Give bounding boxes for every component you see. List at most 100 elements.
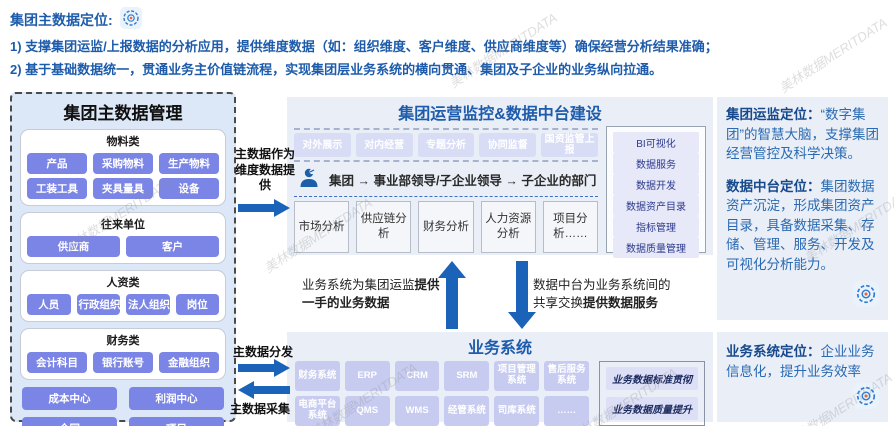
- analysis-box-row: 市场分析供应链分析财务分析人力资源分析项目分析……: [294, 201, 599, 253]
- finance-group: 财务类 会计科目银行账号金融组织: [20, 328, 226, 380]
- master-data-chip: 供应商: [27, 236, 120, 257]
- material-chip-row-2: 工装工具夹具量具设备: [27, 178, 219, 199]
- org-flow-text: 集团 → 事业部领导/子企业领导 → 子企业的部门: [329, 174, 597, 188]
- material-chip-row-1: 产品采购物料生产物料: [27, 153, 219, 174]
- analysis-box: 供应链分析: [356, 201, 412, 253]
- business-positioning: 业务系统定位：企业业务信息化，提升业务效率: [726, 342, 879, 381]
- left-arrow-icon: [238, 381, 290, 399]
- master-data-chip: 生产物料: [159, 153, 219, 174]
- partner-group: 往来单位 供应商客户: [20, 212, 226, 264]
- header: 集团主数据定位: 1) 支撑集团运监/上报数据的分析应用，提供维度数据（如：组织…: [10, 7, 750, 79]
- finance-chip-row: 会计科目银行账号金融组织: [27, 352, 219, 373]
- target-icon: [853, 281, 879, 313]
- business-goal-chip: 业务数据标准贯彻: [606, 367, 698, 390]
- business-system-chip: 财务系统: [295, 361, 340, 391]
- down-arrow-icon: [508, 261, 536, 334]
- positioning-panel-top: 集团运监定位：“数字集团”的智慧大脑，支撑集团经营管控及科学决策。 数据中台定位…: [717, 97, 888, 320]
- right-arrow-icon: [238, 199, 290, 217]
- partner-chip-row: 供应商客户: [27, 236, 219, 257]
- up-arrow-label: 业务系统为集团运监提供一手的业务数据: [302, 277, 444, 312]
- business-system-chip: SRM: [444, 361, 490, 391]
- master-data-chip: 合同: [22, 417, 117, 426]
- business-system-chip: QMS: [344, 396, 390, 426]
- master-data-chip: 法人组织: [126, 294, 170, 315]
- finance-group-label: 财务类: [106, 335, 140, 347]
- org-flow-row: 集团 → 事业部领导/子企业领导 → 子企业的部门: [294, 164, 598, 194]
- display-chip: 专题分析: [417, 133, 475, 157]
- partner-group-label: 往来单位: [101, 219, 145, 231]
- master-data-chip: 人员: [27, 294, 71, 315]
- platform-capability-chip: BI可视化: [613, 132, 699, 153]
- target-icon: [119, 7, 142, 32]
- master-data-chip: 岗位: [175, 294, 219, 315]
- operation-panel-title: 集团运营监控&数据中台建设: [398, 106, 602, 123]
- operation-platform-panel: 集团运营监控&数据中台建设 对外展示对内经营专题分析协同监督国资监管上报: [287, 97, 713, 258]
- business-system-chip: 司库系统: [494, 396, 540, 426]
- master-data-chip: 银行账号: [93, 352, 153, 373]
- platform-positioning-body: 集团数据资产沉淀，形成集团资产目录，具备数据采集、存储、管理、服务、开发及可视化…: [726, 178, 875, 272]
- dashed-divider-blue: [294, 196, 598, 197]
- header-point-1: 1) 支撑集团运监/上报数据的分析应用，提供维度数据（如：组织维度、客户维度、供…: [10, 39, 718, 54]
- material-group: 物料类 产品采购物料生产物料 工装工具夹具量具设备: [20, 129, 226, 206]
- display-chip: 国资监管上报: [541, 133, 598, 157]
- up-arrow-label-bold: 提供一手的业务数据: [302, 278, 440, 310]
- display-chip: 对外展示: [294, 133, 351, 157]
- hr-group-label: 人资类: [106, 277, 140, 289]
- business-system-chip: ERP: [344, 361, 390, 391]
- platform-capability-chip: 指标管理: [613, 216, 699, 237]
- master-data-chip: 行政组织: [76, 294, 120, 315]
- master-data-chip: 工装工具: [27, 178, 87, 199]
- platform-capability-chip: 数据服务: [613, 153, 699, 174]
- person-icon: [298, 167, 320, 192]
- right-arrow-icon: [238, 359, 290, 377]
- down-arrow-label-normal: 数据中台为业务系统间的共享交换: [533, 278, 671, 310]
- analysis-box: 人力资源分析: [480, 201, 536, 253]
- provide-arrow-label: 主数据作为维度数据提供: [235, 147, 296, 193]
- master-data-chip: 金融组织: [159, 352, 219, 373]
- business-goal-chip: 业务数据质量提升: [606, 397, 698, 420]
- master-data-chip: 设备: [159, 178, 219, 199]
- target-icon: [853, 383, 879, 415]
- master-data-chip: 产品: [27, 153, 87, 174]
- business-system-chip: CRM: [394, 361, 440, 391]
- master-data-chip: 成本中心: [22, 387, 117, 410]
- platform-capability-chip: 数据开发: [613, 174, 699, 195]
- platform-positioning-head: 数据中台定位：: [726, 178, 821, 194]
- business-positioning-head: 业务系统定位：: [726, 344, 821, 359]
- master-data-chip: 项目: [129, 417, 224, 426]
- collect-label: 主数据采集: [230, 402, 291, 416]
- platform-capability-chip: 数据质量管理: [613, 237, 699, 258]
- analysis-box: 市场分析: [294, 201, 350, 253]
- business-system-chip: 项目管理系统: [494, 361, 540, 391]
- master-data-panel: 集团主数据管理 物料类 产品采购物料生产物料 工装工具夹具量具设备 往来单位 供…: [10, 92, 236, 426]
- watermark: 美林数据MERITDATA: [776, 14, 890, 96]
- up-arrow-label-normal: 业务系统为集团运监: [302, 278, 415, 292]
- operation-positioning-head: 集团运监定位：: [726, 107, 821, 122]
- display-chip: 对内经营: [355, 133, 413, 157]
- business-system-chip: 售后服务系统: [544, 361, 589, 391]
- master-data-panel-title: 集团主数据管理: [63, 104, 183, 123]
- master-data-chip: 夹具量具: [93, 178, 153, 199]
- business-positioning-body: 企业业务信息化，提升业务效率: [726, 344, 875, 379]
- platform-capability-chip: 数据资产目录: [613, 195, 699, 216]
- loose-master-data-grid: 成本中心利润中心合同项目……固定资产: [20, 387, 226, 426]
- business-system-chip: 电商平台系统: [295, 396, 340, 426]
- operation-positioning: 集团运监定位：“数字集团”的智慧大脑，支撑集团经营管控及科学决策。: [726, 105, 879, 164]
- positioning-panel-bottom: 业务系统定位：企业业务信息化，提升业务效率: [717, 332, 888, 422]
- analysis-box: 财务分析: [418, 201, 474, 253]
- hr-group: 人资类 人员行政组织法人组织岗位: [20, 270, 226, 322]
- master-data-chip: 会计科目: [27, 352, 87, 373]
- material-group-label: 物料类: [106, 136, 140, 148]
- dashed-divider: [294, 160, 598, 162]
- page-title: 集团主数据定位:: [10, 11, 113, 28]
- down-arrow-label-bold: 提供数据服务: [583, 295, 659, 310]
- down-arrow-label: 数据中台为业务系统间的共享交换提供数据服务: [533, 277, 671, 312]
- business-panel-title: 业务系统: [467, 340, 532, 357]
- master-data-chip: 利润中心: [129, 387, 224, 410]
- header-point-2: 2) 基于基础数据统一，贯通业务主价值链流程，实现集团层业务系统的横向贯通、集团…: [10, 62, 663, 78]
- business-system-chip: WMS: [394, 396, 440, 426]
- analysis-box: 项目分析……: [542, 201, 599, 253]
- display-chip-row: 对外展示对内经营专题分析协同监督国资监管上报: [294, 133, 598, 157]
